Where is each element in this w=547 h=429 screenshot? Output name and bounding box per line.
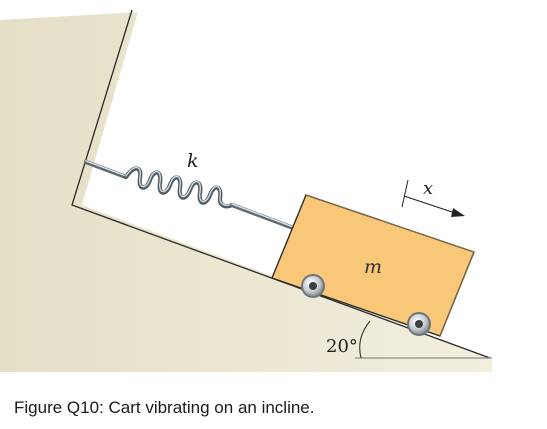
incline-cart-diagram: k m x 20° [0,9,492,372]
wall-and-ground [0,12,492,372]
mass-label: m [364,256,382,278]
cart-wheel-left [301,274,325,298]
incline-angle-label: 20° [326,336,358,357]
angle-arc [359,320,371,359]
displacement-label: x [423,178,433,199]
cart: m [271,194,475,337]
figure-caption: Figure Q10: Cart vibrating on an incline… [14,398,315,417]
cart-wheel-right [407,312,431,336]
spring-constant-label: k [187,150,199,172]
displacement-arrow [401,179,465,217]
spring [83,159,299,232]
wall-and-incline-outline [71,9,491,359]
